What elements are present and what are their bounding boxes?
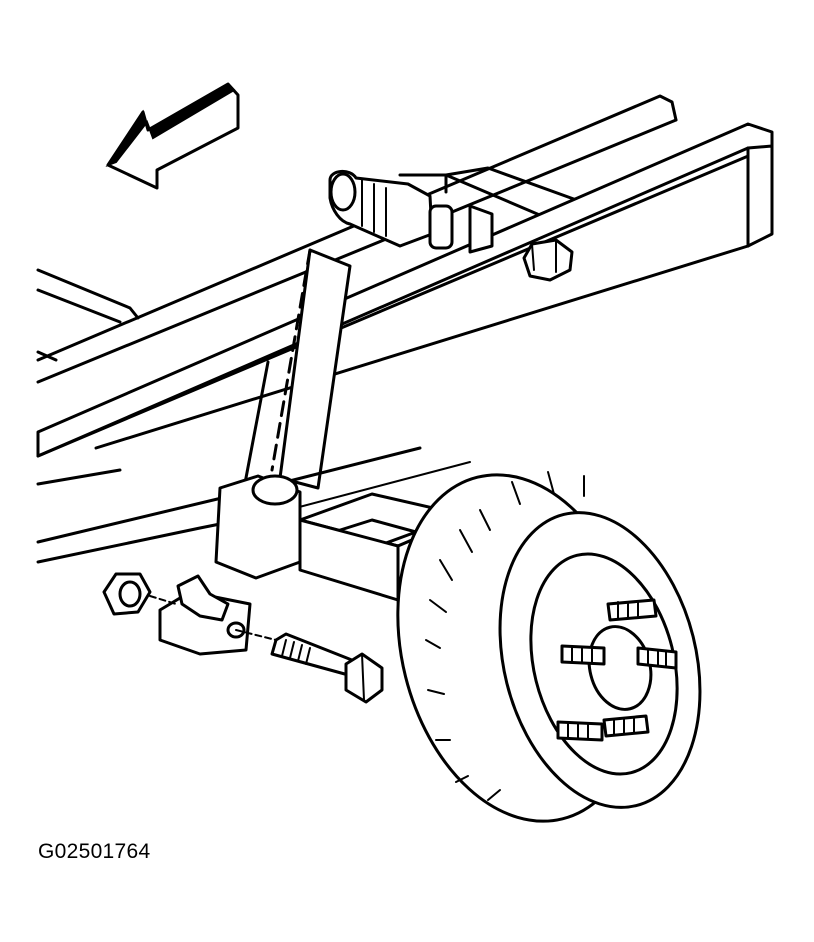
wheel-stud-1 [606,598,658,622]
frame-rail [36,94,678,384]
wheel-stud-3 [636,646,678,670]
figure-id-label: G02501764 [38,840,151,863]
mounting-bolt [235,629,384,704]
direction-arrow-icon [105,82,240,190]
wheel-stud-2 [560,644,606,666]
wheel-stud-4 [556,720,604,742]
frame-rail-near [36,122,774,486]
wheel-stud [556,598,678,742]
mounting-nut [102,572,177,616]
spring-front-hanger-bolt [328,170,494,254]
wheel-stud-5 [602,714,650,738]
spring-eye-block [158,474,302,656]
spring-rear-shackle [522,238,574,282]
frame-crossmember [36,166,584,362]
